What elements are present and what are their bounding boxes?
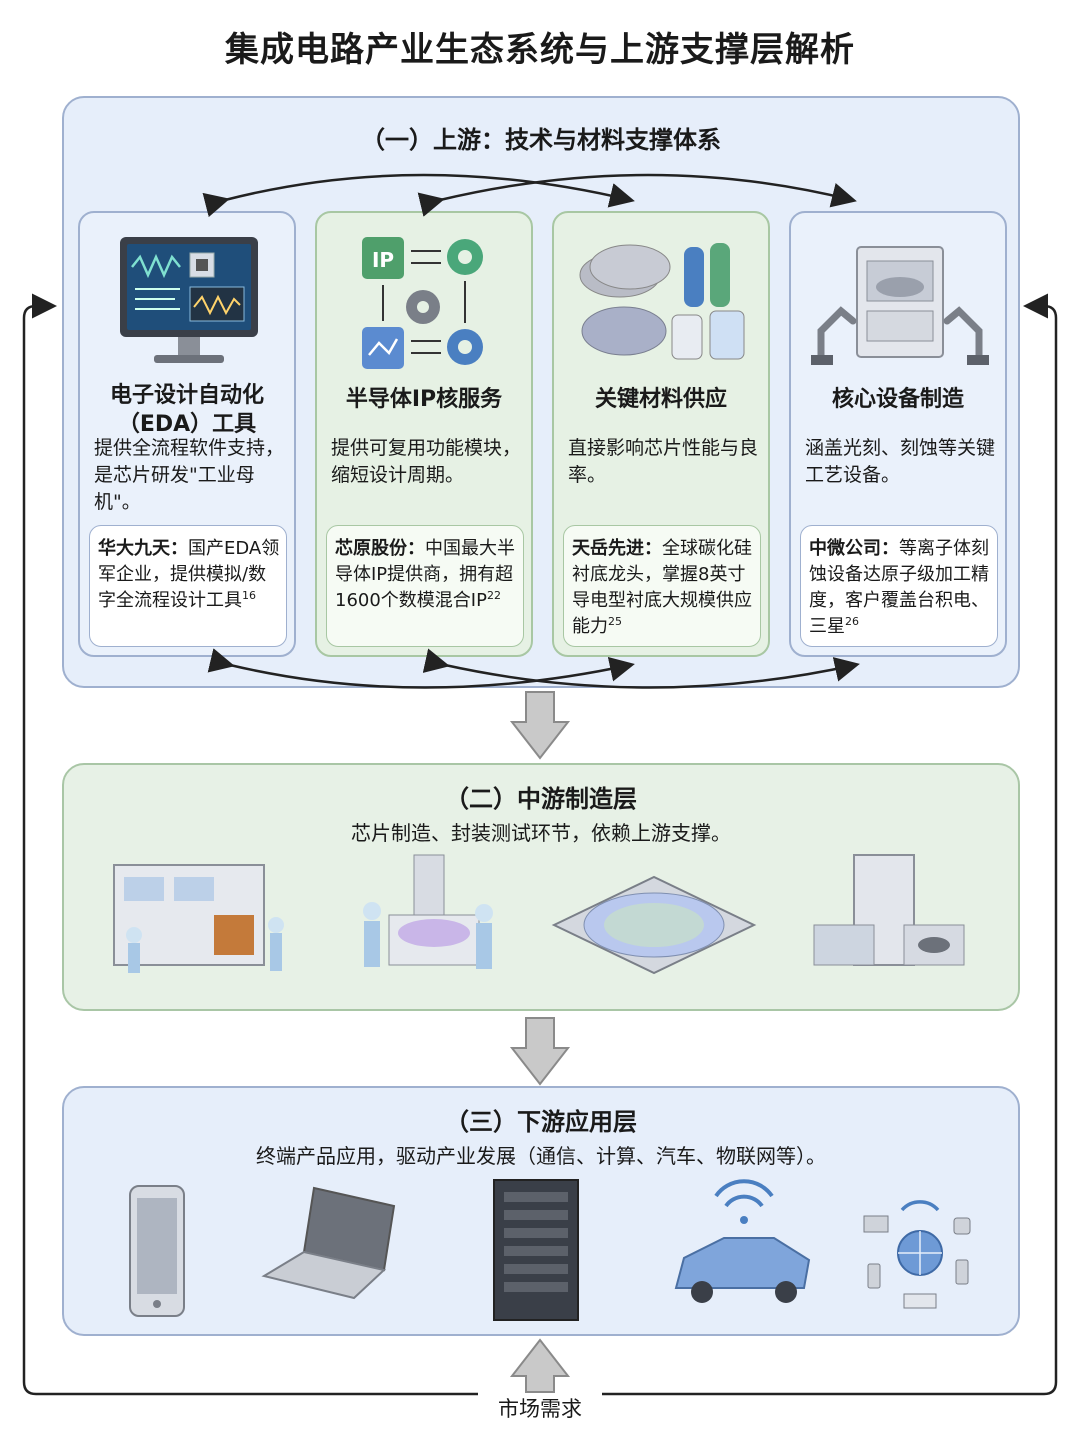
smartphone-icon: [129, 1185, 185, 1317]
downstream-illustrations: [129, 1179, 971, 1321]
card-desc-eda: 提供全流程软件支持，是芯片研发"工业母机"。: [94, 437, 285, 513]
note-text: 全球碳化硅衬底龙头，掌握8英寸导电型衬底大规模供应能力: [572, 538, 752, 637]
midstream-subtitle: 芯片制造、封装测试环节，依赖上游支撑。: [351, 821, 731, 845]
card-title-line: （EDA）工具: [117, 412, 257, 437]
down-arrow-to-midstream: [509, 691, 571, 760]
wafer-materials-icon: [554, 227, 768, 377]
ip-gear-icon: IP: [317, 227, 531, 377]
note-text: 国产EDA领军企业，提供模拟/数字全流程设计工具: [98, 538, 280, 611]
card-title-line: 半导体IP核服务: [345, 387, 503, 412]
midstream-panel: （二）中游制造层 芯片制造、封装测试环节，依赖上游支撑。: [62, 763, 1020, 1011]
ip-label: IP: [372, 248, 394, 272]
note-company: 芯原股份：: [335, 538, 425, 559]
wafer-inspection-icon: [363, 854, 493, 969]
card-title-eda: 电子设计自动化 （EDA）工具: [80, 381, 294, 439]
note-company: 华大九天：: [98, 538, 188, 559]
note-equipment: 中微公司：等离子体刻蚀设备达原子级加工精度，客户覆盖台积电、三星26: [800, 525, 998, 647]
iot-globe-icon: [863, 1200, 971, 1309]
connected-car-icon: [674, 1179, 811, 1303]
note-ref: 25: [608, 615, 622, 628]
note-ref: 22: [486, 589, 501, 602]
card-title-ip: 半导体IP核服务: [317, 385, 531, 414]
downstream-subtitle: 终端产品应用，驱动产业发展（通信、计算、汽车、物联网等）。: [256, 1144, 826, 1168]
card-ip: IP 半导体IP核服务 提供可复用功能模块，缩短设计周期。 芯原股份：中国最大半…: [315, 211, 533, 657]
card-title-line: 电子设计自动化: [109, 383, 264, 408]
note-company: 中微公司：: [809, 538, 899, 559]
note-ref: 16: [242, 589, 256, 602]
test-equipment-icon: [813, 854, 965, 966]
note-company: 天岳先进：: [572, 538, 662, 559]
downstream-panel: （三）下游应用层 终端产品应用，驱动产业发展（通信、计算、汽车、物联网等）。: [62, 1086, 1020, 1336]
fab-machine-icon: [113, 864, 284, 973]
card-desc-materials: 直接影响芯片性能与良率。: [568, 437, 759, 486]
card-equipment: 核心设备制造 涵盖光刻、刻蚀等关键工艺设备。 中微公司：等离子体刻蚀设备达原子级…: [789, 211, 1007, 657]
card-eda: 电子设计自动化 （EDA）工具 提供全流程软件支持，是芯片研发"工业母机"。 华…: [78, 211, 296, 657]
upstream-title: （一）上游：技术与材料支撑体系: [361, 126, 721, 154]
note-ip: 芯原股份：中国最大半导体IP提供商，拥有超1600个数模混合IP22: [326, 525, 524, 647]
down-arrow-to-downstream: [509, 1017, 571, 1086]
card-title-materials: 关键材料供应: [554, 385, 768, 414]
laptop-icon: [261, 1186, 396, 1300]
midstream-title: （二）中游制造层: [445, 785, 637, 813]
upstream-link-arrow: [417, 173, 857, 217]
note-text: 中国最大半导体IP提供商，拥有超1600个数模混合IP: [335, 538, 515, 611]
card-materials: 关键材料供应 直接影响芯片性能与良率。 天岳先进：全球碳化硅衬底龙头，掌握8英寸…: [552, 211, 770, 657]
market-feedback-loop-left: [22, 293, 478, 1396]
card-title-equipment: 核心设备制造: [791, 385, 1005, 414]
midstream-illustrations: [113, 854, 965, 975]
card-desc-ip: 提供可复用功能模块，缩短设计周期。: [331, 437, 522, 486]
note-text: 等离子体刻蚀设备达原子级加工精度，客户覆盖台积电、三星: [809, 538, 989, 637]
market-feedback-loop-right: [602, 293, 1058, 1396]
downstream-title: （三）下游应用层: [445, 1108, 637, 1136]
note-materials: 天岳先进：全球碳化硅衬底龙头，掌握8英寸导电型衬底大规模供应能力25: [563, 525, 761, 647]
server-rack-icon: [493, 1179, 579, 1321]
page-title: 集成电路产业生态系统与上游支撑层解析: [225, 30, 855, 70]
chip-package-icon: [551, 875, 757, 975]
note-eda: 华大九天：国产EDA领军企业，提供模拟/数字全流程设计工具16: [89, 525, 287, 647]
market-demand-label: 市场需求: [480, 1393, 600, 1423]
up-arrow-market: [509, 1338, 571, 1393]
monitor-icon: [80, 227, 294, 377]
card-title-line: 核心设备制造: [831, 387, 964, 412]
card-desc-equipment: 涵盖光刻、刻蚀等关键工艺设备。: [805, 437, 996, 486]
equipment-robot-icon: [791, 227, 1005, 377]
upstream-link-arrow: [422, 648, 860, 689]
note-ref: 26: [845, 615, 859, 628]
card-title-line: 关键材料供应: [594, 387, 727, 412]
